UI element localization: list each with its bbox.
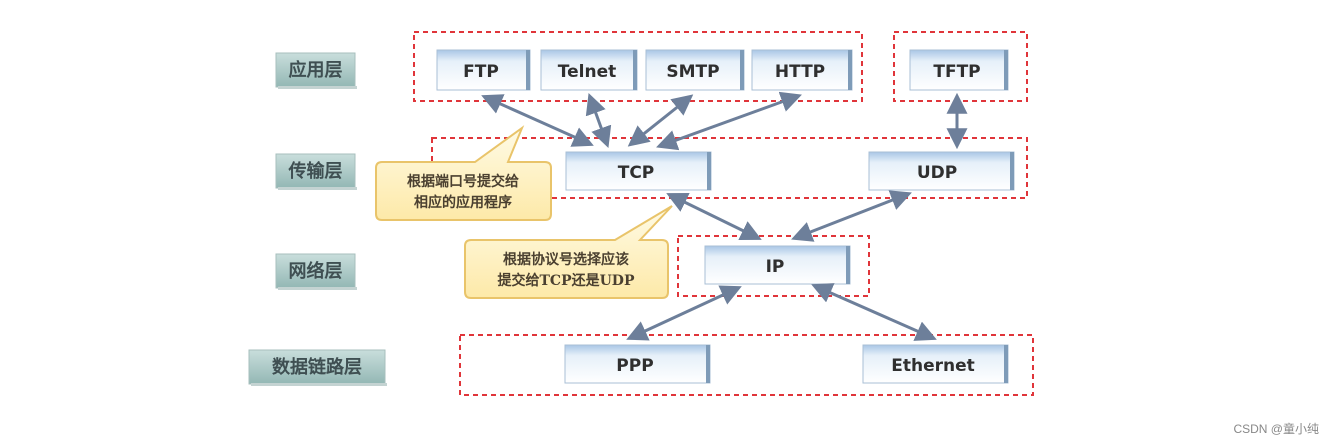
protocol-box-ppp: PPP <box>564 344 711 384</box>
arrow-udp-ip <box>791 190 912 242</box>
arrow-ftp-tcp <box>481 94 594 147</box>
arrow-tcp-ip <box>666 192 762 241</box>
layer-label-application-text: 应用层 <box>289 59 343 81</box>
protocol-box-ethernet: Ethernet <box>862 344 1009 384</box>
layer-label-transport: 传输层 <box>275 153 357 190</box>
arrow-ip-ppp <box>626 285 742 341</box>
layer-label-network: 网络层 <box>275 253 357 290</box>
layer-label-datalink: 数据链路层 <box>248 349 387 386</box>
protocol-box-tcp: TCP <box>565 151 712 191</box>
callout-port-line1: 根据端口号提交给 <box>407 173 519 190</box>
callout-protocol: 根据协议号选择应该 提交给TCP还是UDP <box>464 205 673 299</box>
protocol-ftp-label: FTP <box>463 62 499 82</box>
callout-protocol-bubble <box>464 205 673 299</box>
protocol-udp-label: UDP <box>917 163 957 183</box>
arrow-telnet-tcp <box>585 93 612 148</box>
datalink-group-border <box>459 334 1034 396</box>
layer-label-transport-text: 传输层 <box>288 160 343 182</box>
protocol-box-udp: UDP <box>868 151 1015 191</box>
protocol-box-telnet: Telnet <box>540 49 638 91</box>
protocol-box-ip: IP <box>704 245 851 285</box>
callout-port-line2: 相应的应用程序 <box>414 194 512 211</box>
protocol-box-tftp: TFTP <box>909 49 1009 91</box>
protocol-box-smtp: SMTP <box>645 49 745 91</box>
layer-label-datalink-text: 数据链路层 <box>272 356 362 378</box>
protocol-box-http: HTTP <box>751 49 853 91</box>
arrows <box>481 91 968 341</box>
layer-label-network-text: 网络层 <box>289 260 343 282</box>
callout-port-bubble <box>375 125 552 221</box>
protocol-tcp-label: TCP <box>618 163 655 183</box>
arrow-ip-ethernet <box>811 283 937 341</box>
protocol-tftp-label: TFTP <box>933 62 980 82</box>
protocol-ppp-label: PPP <box>616 356 653 376</box>
callout-port: 根据端口号提交给 相应的应用程序 <box>375 125 552 221</box>
network-group-border <box>677 235 870 297</box>
protocol-telnet-label: Telnet <box>558 62 616 82</box>
callout-protocol-line1: 根据协议号选择应该 <box>503 251 629 268</box>
protocol-http-label: HTTP <box>775 62 825 82</box>
watermark: CSDN @童小纯 <box>1233 422 1319 436</box>
callout-protocol-line2: 提交给TCP还是UDP <box>498 272 635 289</box>
protocol-ethernet-label: Ethernet <box>891 356 975 376</box>
arrow-http-tcp <box>656 91 802 151</box>
protocol-smtp-label: SMTP <box>666 62 719 82</box>
tftp-group-border <box>893 31 1028 102</box>
layer-label-application: 应用层 <box>275 52 357 89</box>
protocol-box-ftp: FTP <box>436 49 531 91</box>
protocol-ip-label: IP <box>766 257 785 277</box>
